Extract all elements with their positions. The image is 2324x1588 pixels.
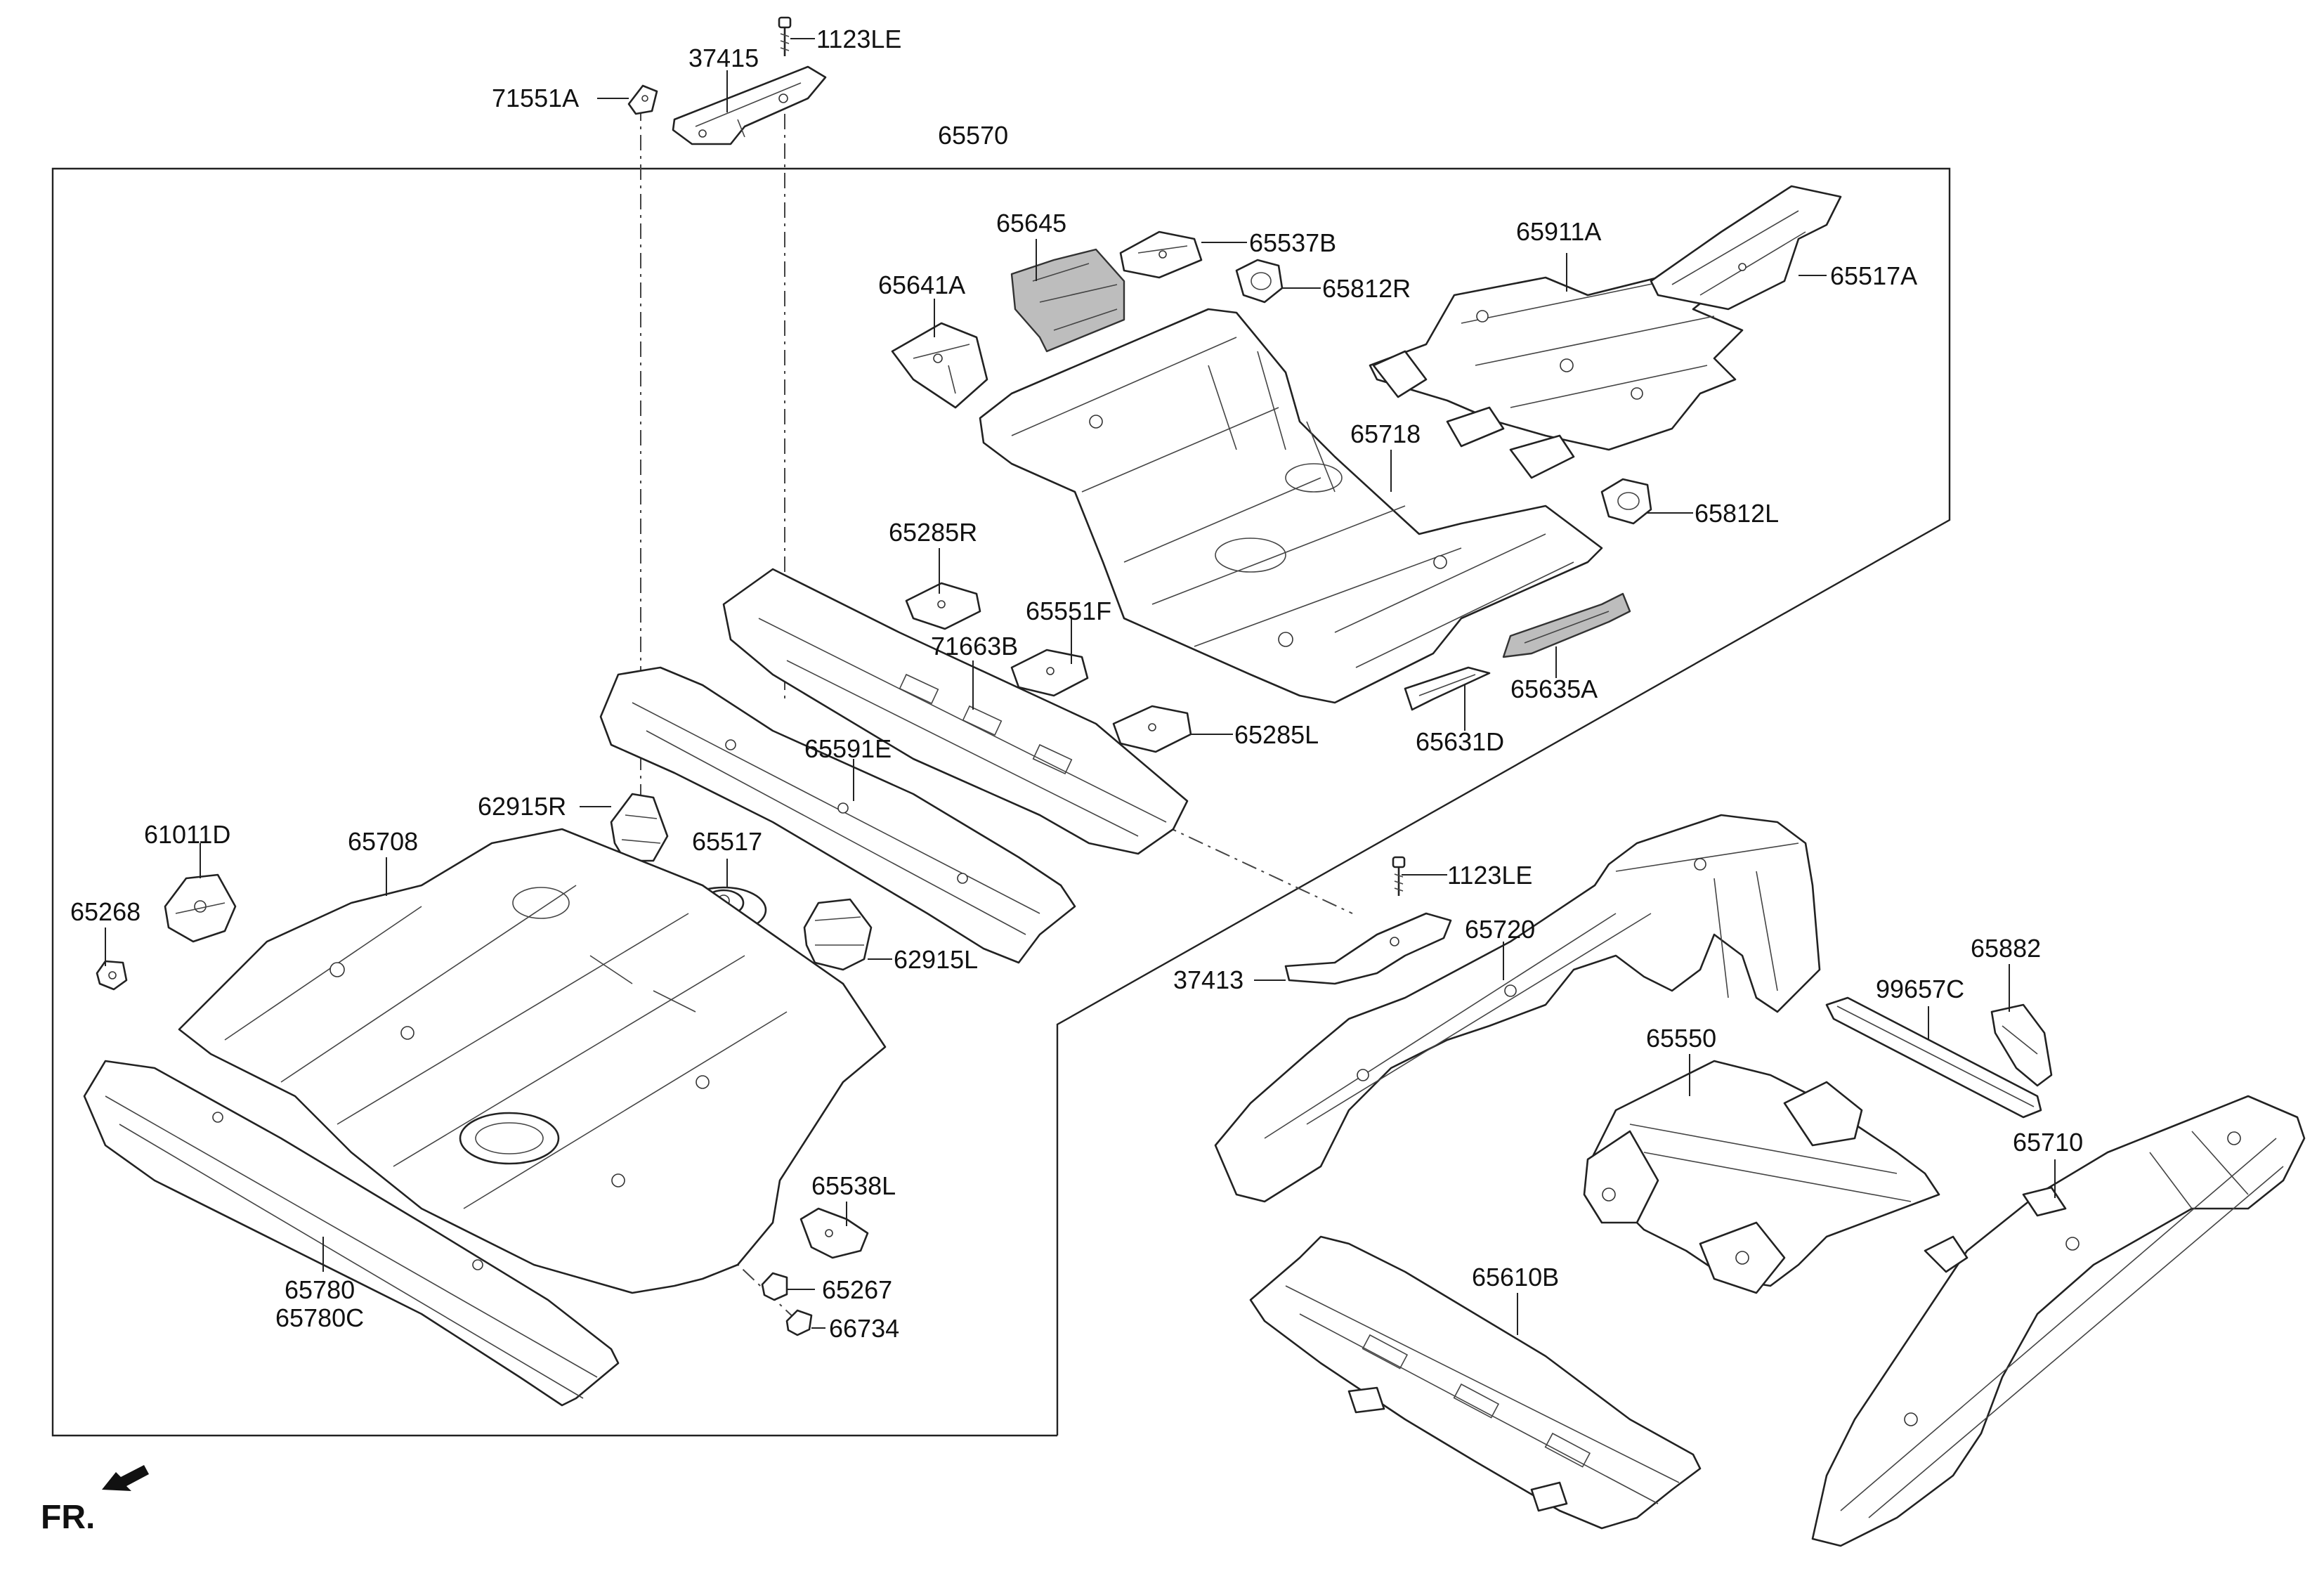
clip-66734-icon bbox=[785, 1309, 813, 1336]
bracket-62915R bbox=[610, 793, 669, 862]
label-71663B: 71663B bbox=[931, 632, 1018, 660]
bracket-65882 bbox=[1990, 1003, 2053, 1087]
rail-65591E bbox=[599, 666, 1076, 964]
panel-71663B bbox=[722, 568, 1189, 855]
bolt-1123LE-mid-icon bbox=[1392, 856, 1406, 896]
label-65538L: 65538L bbox=[811, 1171, 896, 1200]
label-65635A: 65635A bbox=[1510, 675, 1598, 703]
bracket-65285L bbox=[1112, 705, 1192, 753]
label-65551F: 65551F bbox=[1026, 597, 1111, 625]
assembly-frame bbox=[51, 167, 1951, 1437]
label-65517: 65517 bbox=[692, 827, 762, 856]
label-65517A: 65517A bbox=[1830, 261, 1917, 290]
bracket-65631D bbox=[1404, 666, 1491, 711]
label-65591E: 65591E bbox=[804, 734, 892, 763]
label-62915L: 62915L bbox=[894, 945, 978, 974]
label-65720: 65720 bbox=[1465, 915, 1535, 944]
panel-65635A bbox=[1502, 592, 1631, 658]
label-65780C: 65780C bbox=[275, 1303, 364, 1332]
label-1123LE-mid: 1123LE bbox=[1447, 861, 1532, 890]
label-37415: 37415 bbox=[688, 44, 759, 72]
part-labels: 71551A 37415 1123LE 65570 65645 65537B 6… bbox=[41, 25, 2083, 1536]
bracket-65285R bbox=[905, 582, 981, 630]
bracket-65641A bbox=[891, 322, 988, 409]
label-65570: 65570 bbox=[938, 121, 1008, 150]
bracket-65551F bbox=[1010, 649, 1089, 697]
label-65285L: 65285L bbox=[1234, 720, 1319, 749]
label-99657C: 99657C bbox=[1876, 975, 1964, 1003]
label-65550: 65550 bbox=[1646, 1024, 1716, 1053]
label-66734: 66734 bbox=[829, 1314, 899, 1343]
leader-lines bbox=[105, 38, 2056, 1335]
bracket-37413 bbox=[1284, 912, 1452, 985]
crossmember-65780 bbox=[83, 1060, 620, 1407]
label-front-direction: FR. bbox=[41, 1499, 95, 1536]
label-65882: 65882 bbox=[1971, 934, 2041, 963]
label-65645: 65645 bbox=[996, 209, 1066, 237]
label-65610B: 65610B bbox=[1472, 1263, 1559, 1291]
crossmember-65911A bbox=[1369, 266, 1744, 479]
label-65812R: 65812R bbox=[1322, 274, 1411, 303]
panel-65645 bbox=[1010, 248, 1125, 353]
label-65718: 65718 bbox=[1350, 419, 1421, 448]
member-65610B bbox=[1249, 1235, 1702, 1530]
cup-65812R bbox=[1235, 259, 1284, 304]
label-61011D: 61011D bbox=[144, 820, 230, 849]
front-direction-arrow-icon bbox=[102, 1465, 149, 1491]
bracket-61011D bbox=[164, 873, 237, 943]
label-62915R: 62915R bbox=[478, 792, 566, 821]
label-65710: 65710 bbox=[2013, 1128, 2083, 1157]
panel-65517A bbox=[1650, 185, 1842, 311]
side-member-65720 bbox=[1214, 814, 1821, 1203]
crossmember-65550 bbox=[1583, 1060, 1940, 1294]
label-65537B: 65537B bbox=[1249, 228, 1336, 257]
label-37413: 37413 bbox=[1173, 965, 1243, 994]
floor-pan-65718 bbox=[979, 308, 1603, 704]
label-65267: 65267 bbox=[822, 1275, 892, 1304]
clip-65268-icon bbox=[96, 960, 128, 991]
label-1123LE-top: 1123LE bbox=[816, 25, 901, 53]
floor-65708 bbox=[178, 828, 887, 1294]
label-65268: 65268 bbox=[70, 897, 141, 926]
label-65911A: 65911A bbox=[1516, 217, 1601, 246]
label-65812L: 65812L bbox=[1695, 499, 1779, 528]
bolt-1123LE-top-icon bbox=[778, 16, 792, 56]
bracket-65537B bbox=[1119, 230, 1203, 279]
label-65708: 65708 bbox=[348, 827, 418, 856]
label-65631D: 65631D bbox=[1416, 727, 1504, 756]
bracket-62915L bbox=[803, 898, 873, 971]
label-65641A: 65641A bbox=[878, 271, 965, 299]
bar-99657C bbox=[1825, 996, 2042, 1119]
cup-65812L bbox=[1600, 478, 1652, 525]
side-member-65710 bbox=[1811, 1095, 2306, 1547]
clip-71551A-icon bbox=[627, 84, 658, 115]
bracket-37415 bbox=[672, 65, 827, 145]
bracket-65538L bbox=[799, 1207, 869, 1259]
label-65780: 65780 bbox=[285, 1275, 355, 1304]
label-71551A: 71551A bbox=[492, 84, 579, 112]
clip-65267-icon bbox=[761, 1272, 788, 1301]
label-65285R: 65285R bbox=[889, 518, 977, 547]
